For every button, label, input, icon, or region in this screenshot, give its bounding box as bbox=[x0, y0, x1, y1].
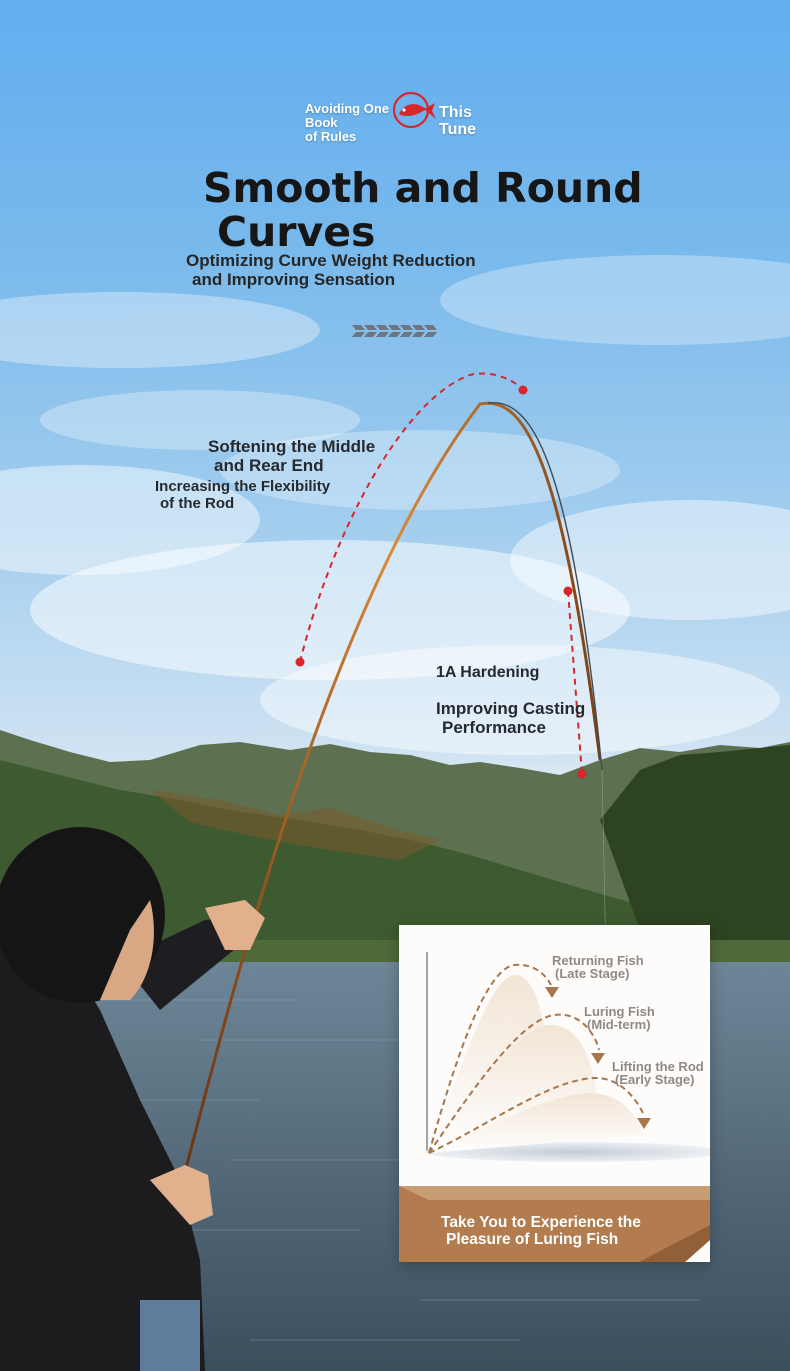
stage-arcs-diagram bbox=[399, 952, 710, 1262]
badge-right-line1: This bbox=[439, 104, 472, 121]
subtitle-line1: Optimizing Curve Weight Reduction bbox=[186, 251, 476, 270]
badge-left-line2: of Rules bbox=[305, 129, 357, 144]
stage-label-early: Lifting the Rod (Early Stage) bbox=[612, 1060, 704, 1086]
badge-left-line1: Avoiding One Book bbox=[305, 101, 390, 130]
banner-highlight bbox=[399, 1186, 710, 1200]
softening-line2: and Rear End bbox=[214, 456, 324, 475]
stage-mid-title: Luring Fish bbox=[584, 1004, 655, 1019]
hardening-callout: 1A Hardening bbox=[436, 664, 540, 681]
softening-start-dot bbox=[295, 657, 305, 667]
right-ridge bbox=[600, 745, 790, 950]
softening-end-dot bbox=[518, 385, 528, 395]
fishing-rod bbox=[183, 401, 602, 1173]
autumn-trees bbox=[150, 790, 440, 860]
subtitle-line2: and Improving Sensation bbox=[192, 270, 396, 289]
page-subtitle: Optimizing Curve Weight Reduction and Im… bbox=[186, 251, 566, 289]
hardening-end-dot bbox=[577, 769, 587, 779]
casting-callout: Improving Casting Performance bbox=[436, 699, 656, 737]
stage-late-title: Returning Fish bbox=[552, 953, 644, 968]
flexibility-line1: Increasing the Flexibility bbox=[155, 478, 331, 495]
hardening-marker bbox=[563, 586, 587, 779]
arc-mid-term bbox=[428, 1013, 600, 1154]
banner-line1: Take You to Experience the bbox=[441, 1214, 641, 1231]
lobe-early bbox=[429, 1093, 644, 1153]
fish-logo-icon bbox=[392, 92, 436, 129]
experience-banner: Take You to Experience the Pleasure of L… bbox=[399, 1186, 710, 1262]
banner-line2: Pleasure of Luring Fish bbox=[446, 1231, 619, 1248]
arrow-late-stage bbox=[545, 987, 559, 998]
brand-badge: Avoiding One Book of Rules This Tune bbox=[300, 92, 500, 144]
title-line1: Smooth and Round bbox=[203, 164, 643, 212]
badge-right-line2: Tune bbox=[439, 121, 477, 138]
banner-text: Take You to Experience the Pleasure of L… bbox=[441, 1214, 706, 1248]
hardening-dashed-line bbox=[567, 590, 583, 775]
rod-tip bbox=[487, 401, 603, 771]
angler-figure bbox=[0, 827, 265, 1371]
flexibility-line2: of the Rod bbox=[160, 495, 235, 512]
stage-label-late: Returning Fish (Late Stage) bbox=[552, 954, 644, 980]
banner-shape bbox=[399, 1186, 710, 1262]
casting-line2: Performance bbox=[442, 718, 546, 737]
badge-left-text: Avoiding One Book of Rules bbox=[305, 102, 405, 144]
stage-early-sub: (Early Stage) bbox=[615, 1072, 695, 1087]
stage-early-title: Lifting the Rod bbox=[612, 1059, 704, 1074]
softening-callout: Softening the Middle and Rear End bbox=[208, 437, 448, 475]
page-title: Smooth and Round Curves bbox=[203, 166, 663, 254]
arrow-mid-term bbox=[591, 1053, 605, 1064]
casting-line1: Improving Casting bbox=[436, 699, 586, 718]
checker-divider bbox=[352, 325, 437, 337]
hardening-start-dot bbox=[563, 586, 573, 596]
flexibility-callout: Increasing the Flexibility of the Rod bbox=[155, 478, 395, 512]
clouds bbox=[0, 255, 790, 755]
softening-line1: Softening the Middle bbox=[208, 437, 376, 456]
title-line2: Curves bbox=[217, 208, 376, 256]
stage-mid-sub: (Mid-term) bbox=[587, 1017, 651, 1032]
banner-shadow bbox=[639, 1225, 710, 1262]
softening-marker bbox=[295, 372, 528, 667]
badge-right-text: This Tune bbox=[439, 104, 499, 138]
arc-early-stage bbox=[428, 1076, 645, 1154]
stage-late-sub: (Late Stage) bbox=[555, 966, 630, 981]
stages-card: Returning Fish (Late Stage) Luring Fish … bbox=[399, 925, 710, 1262]
arc-late-stage bbox=[428, 963, 552, 1154]
arrow-early-stage bbox=[637, 1118, 651, 1129]
stage-label-mid: Luring Fish (Mid-term) bbox=[584, 1005, 655, 1031]
